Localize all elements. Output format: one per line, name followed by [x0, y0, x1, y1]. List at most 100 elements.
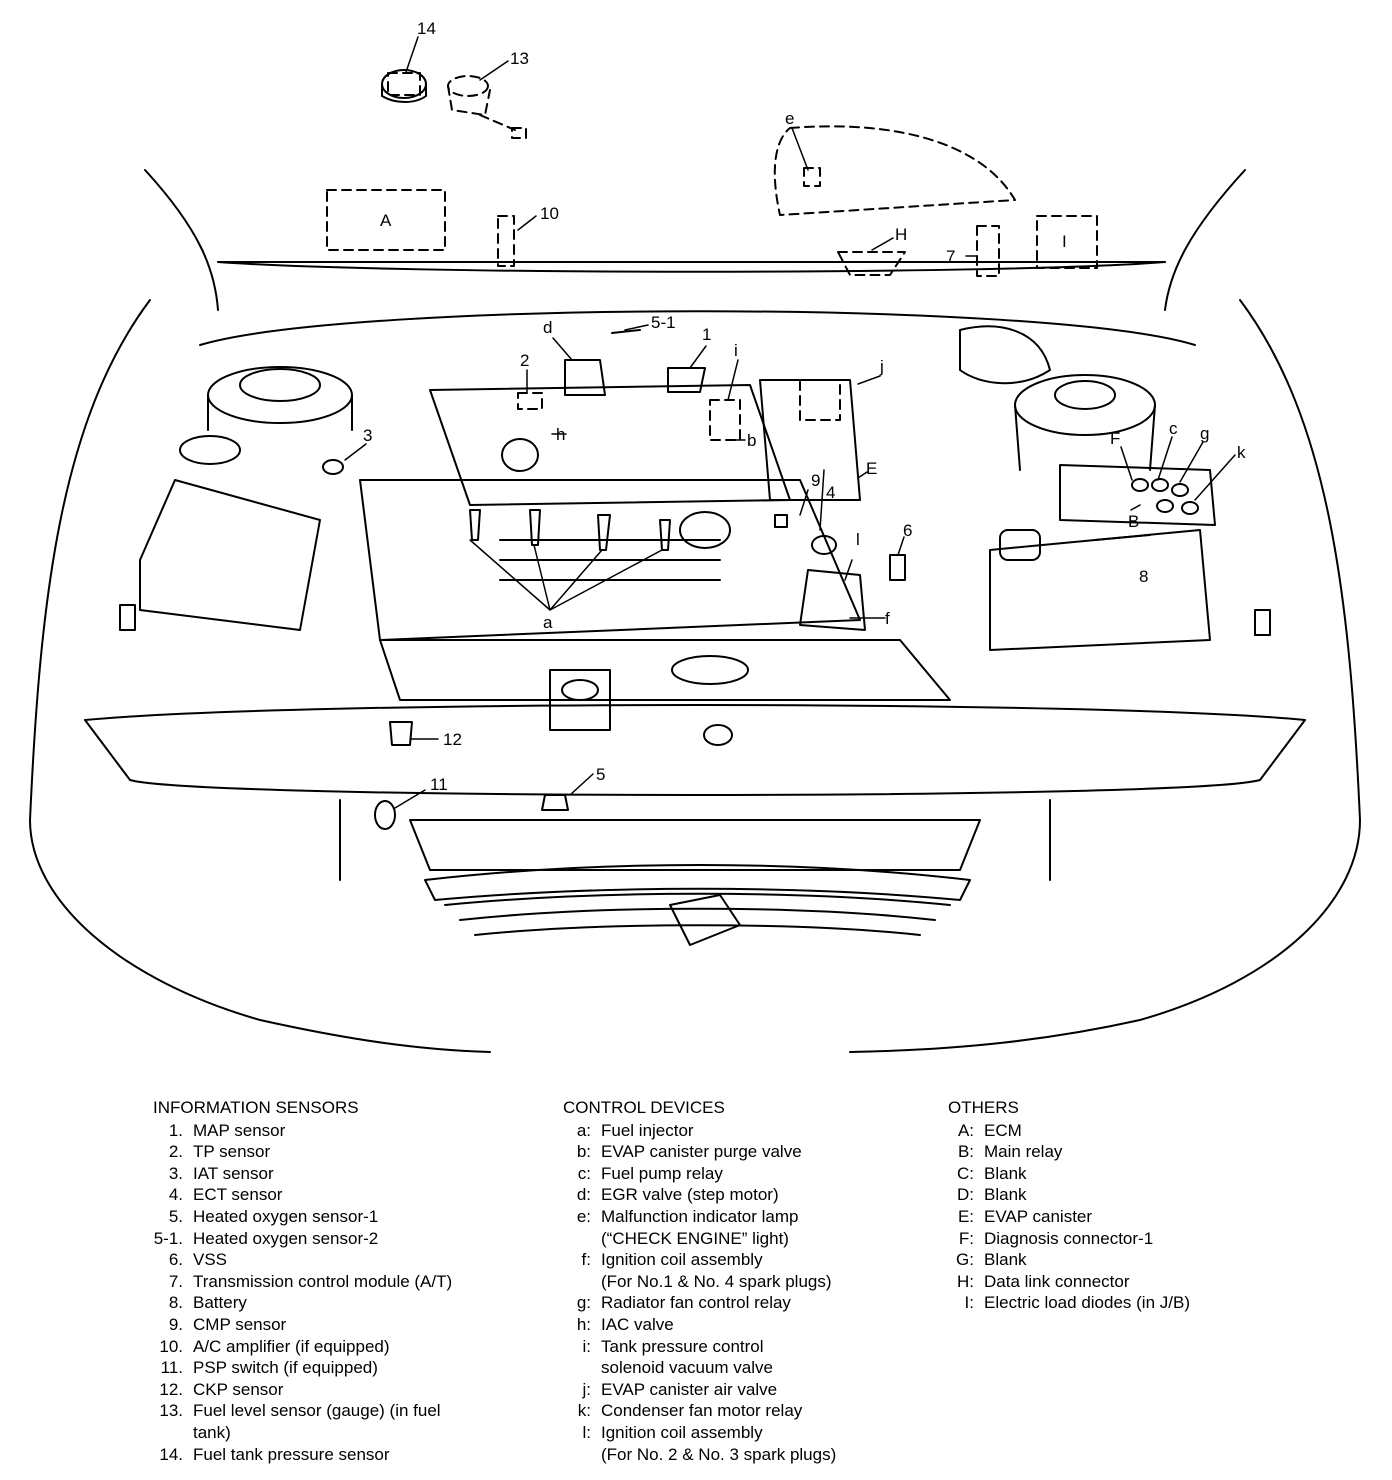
legend-item-key: 9. [168, 1314, 183, 1334]
legend-item: 13.Fuel level sensor (gauge) (in fuel [153, 1400, 533, 1422]
legend-item-text: solenoid vacuum valve [601, 1358, 773, 1378]
legend-item-key: 6. [168, 1250, 183, 1270]
label-b: b [747, 431, 756, 450]
legend-item-text: Blank [984, 1163, 1027, 1183]
label-d: d [543, 318, 552, 337]
legend-item-text: Tank pressure control [601, 1336, 764, 1356]
legend-item: i:Tank pressure control [563, 1336, 923, 1358]
legend-item-text: VSS [193, 1250, 228, 1270]
legend-item-text: CKP sensor [193, 1379, 284, 1399]
legend-item-text: EVAP canister [984, 1206, 1093, 1226]
label-8: 8 [1139, 567, 1148, 586]
legend-item: (For No. 2 & No. 3 spark plugs) [563, 1444, 923, 1466]
legend-item-key: j: [582, 1379, 592, 1399]
label-g: g [1200, 424, 1209, 443]
label-a: a [543, 613, 553, 632]
legend-item-key: 4. [168, 1185, 183, 1205]
label-7: 7 [946, 247, 955, 266]
legend-item-key: H: [957, 1271, 974, 1291]
relay-box [1059, 464, 1216, 526]
legend-item: solenoid vacuum valve [563, 1357, 923, 1379]
legend-heading: OTHERS [948, 1098, 1019, 1117]
legend-item-key: 13. [159, 1401, 183, 1421]
legend-item-text: Blank [984, 1250, 1027, 1270]
legend-item-key: h: [576, 1314, 591, 1334]
legend-item-key: a: [576, 1120, 591, 1140]
label-F: F [1110, 429, 1120, 448]
legend-item: A:ECM [948, 1120, 1268, 1142]
label-11: 11 [430, 775, 448, 794]
legend-item: h: IAC valve [563, 1314, 923, 1336]
label-E: E [866, 459, 877, 478]
legend-item-text: Main relay [984, 1142, 1063, 1162]
legend-item: 4.ECT sensor [153, 1184, 533, 1206]
label-A: A [380, 211, 392, 230]
legend-item: 3.IAT sensor [153, 1163, 533, 1185]
legend-item: c:Fuel pump relay [563, 1163, 923, 1185]
engine-block [359, 379, 951, 731]
legend-item-text: Radiator fan control relay [601, 1293, 791, 1313]
legend-item: e:Malfunction indicator lamp [563, 1206, 923, 1228]
legend-item: g: Radiator fan control relay [563, 1292, 923, 1314]
legend-item: F:Diagnosis connector-1 [948, 1228, 1268, 1250]
legend-item-text: (“CHECK ENGINE” light) [601, 1228, 789, 1248]
legend-item-key: g: [576, 1293, 591, 1313]
legend-item: 7. Transmission control module (A/T) [153, 1271, 533, 1293]
legend-item-text: Malfunction indicator lamp [601, 1206, 799, 1226]
legend-item: 5.Heated oxygen sensor-1 [153, 1206, 533, 1228]
label-H: H [895, 225, 907, 244]
legend-item-key: C: [957, 1163, 974, 1183]
legend-item-text: Fuel tank pressure sensor [193, 1444, 390, 1464]
legend-item: I:Electric load diodes (in J/B) [948, 1292, 1268, 1314]
legend-item-key: 1. [168, 1120, 183, 1140]
legend-item: (For No.1 & No. 4 spark plugs) [563, 1271, 923, 1293]
label-l: l [856, 530, 860, 549]
legend-item-key: l: [582, 1422, 592, 1442]
legend-item-key: c: [577, 1163, 591, 1183]
legend-item: B:Main relay [948, 1141, 1268, 1163]
label-12: 12 [443, 730, 462, 749]
legend-item-text: Diagnosis connector-1 [984, 1228, 1154, 1248]
legend-item-text: Transmission control module (A/T) [193, 1271, 453, 1291]
legend-item-text: IAC valve [601, 1314, 674, 1334]
legend-item-key: d: [576, 1185, 591, 1205]
legend-item-key: 10. [159, 1336, 183, 1356]
legend-item-text: Fuel injector [601, 1120, 694, 1140]
legend-item: b:EVAP canister purge valve [563, 1141, 923, 1163]
label-5: 5 [596, 765, 605, 784]
battery [989, 529, 1211, 651]
label-c: c [1169, 419, 1178, 438]
legend-item: (“CHECK ENGINE” light) [563, 1228, 923, 1250]
legend-item: 11.PSP switch (if equipped) [153, 1357, 533, 1379]
hood-outline [144, 169, 1246, 311]
legend-item: f:Ignition coil assembly [563, 1249, 923, 1271]
legend-item: D:Blank [948, 1184, 1268, 1206]
legend-item-key: 11. [160, 1358, 183, 1378]
legend-item-text: Heated oxygen sensor-1 [193, 1206, 379, 1226]
legend-item-text: TP sensor [193, 1142, 271, 1162]
label-4: 4 [826, 483, 835, 502]
label-i-top: i [734, 341, 738, 360]
legend-item-key: 12. [159, 1379, 183, 1399]
legend-item: C: Blank [948, 1163, 1268, 1185]
legend-item-text: Battery [193, 1293, 247, 1313]
legend-item-text: MAP sensor [193, 1120, 286, 1140]
legend-item: 9. CMP sensor [153, 1314, 533, 1336]
legend-item-text: Condenser fan motor relay [601, 1401, 803, 1421]
legend-item-key: 7. [168, 1271, 183, 1291]
legend-item-text: CMP sensor [193, 1314, 287, 1334]
legend-item: d:EGR valve (step motor) [563, 1184, 923, 1206]
legend-item-text: ECM [984, 1120, 1022, 1140]
legend-item-key [563, 1357, 591, 1379]
label-13: 13 [510, 49, 529, 68]
legend-item-key: 14. [159, 1444, 183, 1464]
legend-item-key [563, 1228, 591, 1250]
label-14: 14 [417, 19, 436, 38]
engine-bay-diagram: 14 13 A 10 e H 7 I 5-1 1 d 2 i j 3 h b E… [29, 19, 1361, 1053]
air-cleaner-left [139, 366, 353, 631]
grille [424, 864, 971, 946]
legend-item-key: f: [581, 1250, 591, 1270]
legend-item-text: tank) [193, 1422, 231, 1442]
